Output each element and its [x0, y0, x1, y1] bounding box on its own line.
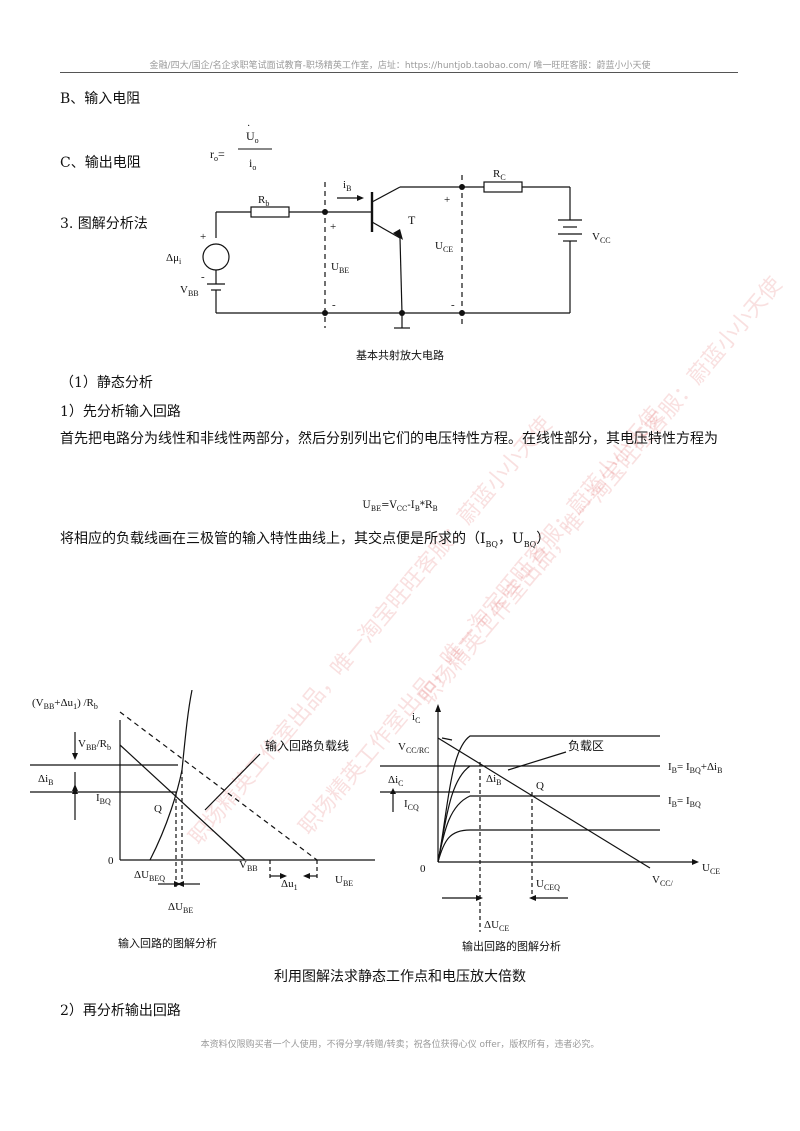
- svg-text:0: 0: [108, 855, 114, 867]
- section-3-graphical-analysis: 3. 图解分析法: [60, 216, 148, 232]
- figure-caption: 利用图解法求静态工作点和电压放大倍数: [274, 969, 526, 985]
- svg-text:ΔUBEQ: ΔUBEQ: [134, 869, 165, 883]
- paragraph-linear-split: 首先把电路分为线性和非线性两部分，然后分别列出它们的电压特性方程。在线性部分，其…: [60, 431, 718, 447]
- item-b-input-resistance: B、输入电阻: [60, 91, 141, 107]
- page-header: 金融/四大/国企/名企求职笔试面试教育-职场精英工作室，店址：https://h…: [149, 61, 651, 71]
- svg-text:(VBB+Δu1) /Rb: (VBB+Δu1) /Rb: [32, 697, 98, 711]
- circuit-caption: 基本共射放大电路: [356, 349, 444, 362]
- equation-ube: UBE=VCC-IB*RB: [362, 500, 438, 513]
- heading-output-loop: 2）再分析输出回路: [60, 1003, 181, 1019]
- svg-text:VBB/Rb: VBB/Rb: [78, 738, 111, 752]
- svg-text:IB= IBQ+ΔiB: IB= IBQ+ΔiB: [668, 761, 722, 775]
- svg-text:-: -: [332, 299, 336, 311]
- svg-text:VCC/RC: VCC/RC: [398, 741, 430, 755]
- svg-text:UBE: UBE: [335, 874, 353, 888]
- svg-text:Rb: Rb: [258, 194, 269, 208]
- header-rule: [60, 72, 738, 73]
- svg-text:ΔUBE: ΔUBE: [168, 901, 193, 915]
- svg-text:0: 0: [420, 863, 426, 875]
- svg-text:Δu1: Δu1: [281, 878, 298, 892]
- svg-text:IBQ: IBQ: [96, 792, 111, 806]
- svg-text:Δμi: Δμi: [166, 252, 182, 266]
- svg-text:T: T: [408, 213, 416, 227]
- svg-text:ΔiB: ΔiB: [38, 773, 53, 787]
- output-graph-caption: 输出回路的图解分析: [462, 940, 561, 953]
- input-loop-graph: (VBB+Δu1) /Rb VBB/Rb ΔiB IBQ Q 0 输入回路负载线…: [30, 690, 375, 915]
- svg-text:ro=: ro=: [210, 147, 225, 163]
- svg-text:UCE: UCE: [435, 240, 453, 254]
- svg-text:UBE: UBE: [331, 261, 349, 275]
- heading-static-analysis: （1）静态分析: [60, 375, 153, 391]
- svg-text:+: +: [444, 194, 450, 206]
- svg-text:RC: RC: [493, 168, 506, 182]
- svg-text:VBB: VBB: [239, 859, 258, 873]
- svg-text:-: -: [201, 271, 205, 283]
- svg-text:ΔiC: ΔiC: [388, 774, 403, 788]
- svg-text:UCEQ: UCEQ: [536, 878, 560, 892]
- svg-text:iC: iC: [412, 711, 420, 725]
- common-emitter-circuit: Rb RC iB T VCC UBE UCE Δμi VBB + - + - +…: [166, 168, 611, 329]
- svg-text:Q: Q: [536, 780, 544, 792]
- svg-text:io: io: [249, 156, 256, 172]
- svg-text:VCC/: VCC/: [652, 874, 674, 888]
- paragraph-load-line: 将相应的负载线画在三极管的输入特性曲线上，其交点便是所求的（IBQ，UBQ）: [60, 531, 551, 549]
- svg-text:+: +: [200, 231, 206, 243]
- svg-text:UCE: UCE: [702, 862, 720, 876]
- svg-text:Q: Q: [154, 803, 162, 815]
- svg-text:ΔiB: ΔiB: [486, 773, 501, 787]
- svg-text:VBB: VBB: [180, 284, 199, 298]
- svg-text:-: -: [451, 299, 455, 311]
- svg-text:+: +: [330, 221, 336, 233]
- svg-text:输入回路负载线: 输入回路负载线: [265, 738, 349, 753]
- input-graph-caption: 输入回路的图解分析: [118, 937, 217, 950]
- svg-text:负载区: 负载区: [568, 739, 604, 753]
- svg-text:VCC: VCC: [592, 231, 611, 245]
- heading-input-loop: 1）先分析输入回路: [60, 404, 181, 420]
- page-footer: 本资料仅限购买者一个人使用，不得分享/转赠/转卖；祝各位获得心仪 offer，版…: [200, 1040, 600, 1050]
- svg-text:ΔUCE: ΔUCE: [484, 919, 509, 933]
- svg-text:Uo: Uo: [246, 129, 259, 145]
- svg-text:iB: iB: [343, 179, 351, 193]
- output-loop-graph: iC VCC/RC ΔiC ICQ ΔiB Q 负载区 IB= IBQ+ΔiB …: [380, 704, 722, 933]
- output-resistance-formula: ro= · Uo io: [210, 122, 272, 172]
- svg-text:·: ·: [247, 122, 250, 132]
- svg-text:ICQ: ICQ: [404, 798, 419, 812]
- svg-text:IB= IBQ: IB= IBQ: [668, 795, 701, 809]
- item-c-output-resistance: C、输出电阻: [60, 155, 141, 171]
